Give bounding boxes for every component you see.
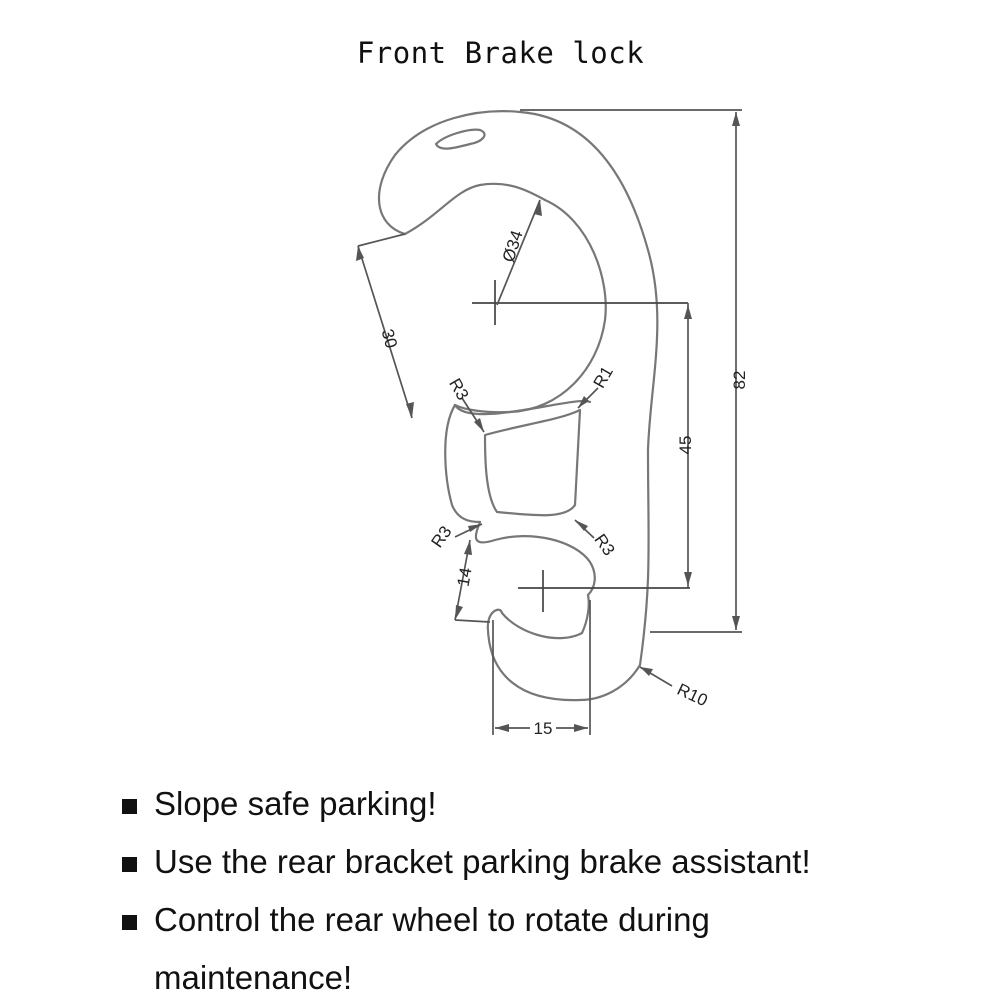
- lower-slot: [500, 593, 590, 640]
- upper-lobe-outer: [453, 399, 592, 416]
- upper-lobe: [444, 403, 482, 524]
- dim-r3-left-label: R3: [427, 522, 455, 551]
- feature-item-continuation: maintenance!: [118, 949, 978, 1007]
- dim-15-label: 15: [534, 719, 553, 738]
- dim-r10: R10: [639, 666, 710, 710]
- dim-r3-top: R3: [445, 375, 485, 433]
- feature-item: Control the rear wheel to rotate during: [118, 891, 978, 949]
- feature-item: Use the rear bracket parking brake assis…: [118, 833, 978, 891]
- dim-45-label: 45: [676, 436, 695, 455]
- neck-contour: [474, 520, 596, 597]
- dim-r3-left: R3: [427, 522, 483, 551]
- brake-lock-technical-drawing: 82 45 30 Ø34 R3 R1 R3: [356, 109, 749, 738]
- middle-window: [483, 408, 582, 517]
- dim-14: 14: [454, 539, 491, 623]
- bullet-square-icon: [122, 857, 137, 872]
- dim-r3-top-label: R3: [445, 375, 472, 403]
- drawing-title: Front Brake lock: [356, 36, 645, 70]
- dim-r3-right-label: R3: [590, 530, 618, 559]
- dim-82: 82: [520, 109, 749, 633]
- center-mark-small: [518, 570, 690, 612]
- dim-diameter-34-label: Ø34: [499, 228, 527, 264]
- dim-30-label: 30: [378, 327, 401, 350]
- dim-diameter-34: Ø34: [496, 199, 542, 306]
- feature-item: Slope safe parking!: [118, 775, 978, 833]
- feature-text: Slope safe parking!: [154, 785, 437, 822]
- feature-text: Control the rear wheel to rotate during: [154, 901, 710, 938]
- bullet-square-icon: [122, 799, 137, 814]
- center-mark-large: [472, 280, 688, 325]
- part-outer-contour: [377, 110, 659, 702]
- dim-r1: R1: [577, 363, 617, 409]
- bullet-square-icon: [122, 915, 137, 930]
- dim-r1-label: R1: [590, 363, 617, 391]
- dim-15: 15: [492, 600, 591, 738]
- feature-list: Slope safe parking! Use the rear bracket…: [118, 775, 978, 1007]
- dim-30: 30: [356, 233, 414, 419]
- part-outer-contour-2: [403, 182, 547, 236]
- dim-r10-label: R10: [674, 680, 710, 710]
- dim-45: 45: [676, 303, 695, 588]
- dim-14-label: 14: [454, 566, 476, 588]
- large-bore-arc: [453, 198, 607, 414]
- dim-82-label: 82: [730, 371, 749, 390]
- feature-text: Use the rear bracket parking brake assis…: [154, 843, 811, 880]
- feature-text: maintenance!: [154, 959, 353, 996]
- slot-hole: [434, 128, 486, 150]
